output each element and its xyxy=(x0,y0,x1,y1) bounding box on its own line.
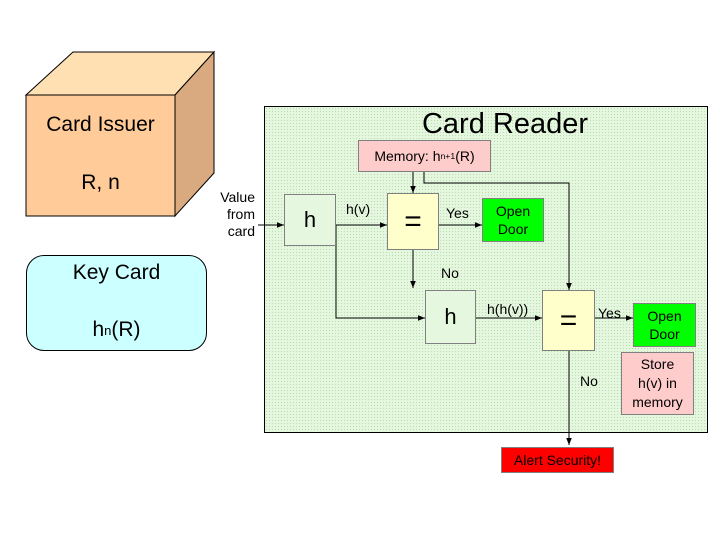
cube-front-face xyxy=(25,94,176,217)
label-hhv: h(h(v)) xyxy=(487,301,529,317)
label-no-1: No xyxy=(441,265,459,281)
open-door-box-1: Open Door xyxy=(482,198,544,242)
input-label-line-1: Value xyxy=(220,189,255,205)
alert-security-box: Alert Security! xyxy=(501,447,614,473)
label-no-2: No xyxy=(580,373,598,389)
store-line-2: h(v) in xyxy=(638,375,677,391)
arrow-hv-to-hash2 xyxy=(335,225,425,321)
store-line-3: memory xyxy=(632,394,683,410)
input-label-line-3: card xyxy=(227,223,255,239)
open-door-1-line-2: Door xyxy=(497,221,529,237)
key-card-value-tail: (R) xyxy=(111,318,141,341)
label-hv: h(v) xyxy=(346,201,371,217)
open-door-2-line-2: Door xyxy=(649,326,680,342)
hash-box-2: h xyxy=(425,290,476,344)
card-issuer-title: Card Issuer xyxy=(46,113,155,136)
memory-tail: (R) xyxy=(455,148,475,164)
key-card xyxy=(26,255,207,351)
memory-sup: n+1 xyxy=(440,151,456,161)
card-reader-title: Card Reader xyxy=(421,107,589,140)
open-door-2-line-1: Open xyxy=(647,308,682,324)
memory-prefix: Memory: h xyxy=(374,148,441,164)
label-yes-2: Yes xyxy=(598,305,621,321)
card-issuer-values: R, n xyxy=(81,171,120,194)
open-door-box-2: Open Door xyxy=(633,303,696,347)
compare-box-2: = xyxy=(542,290,595,351)
key-card-title: Key Card xyxy=(72,261,161,284)
key-card-value-sup: n xyxy=(104,322,112,338)
store-line-1: Store xyxy=(640,356,675,372)
label-yes-1: Yes xyxy=(446,205,469,221)
hash-box-1: h xyxy=(284,194,336,246)
input-label: Value from card xyxy=(205,189,255,240)
input-label-line-2: from xyxy=(227,206,255,222)
key-card-value-base: h xyxy=(92,318,105,341)
compare-box-1: = xyxy=(387,193,439,250)
store-box: Store h(v) in memory xyxy=(621,352,694,415)
open-door-1-line-1: Open xyxy=(495,203,531,219)
arrow-memory-to-compare2 xyxy=(423,172,572,290)
